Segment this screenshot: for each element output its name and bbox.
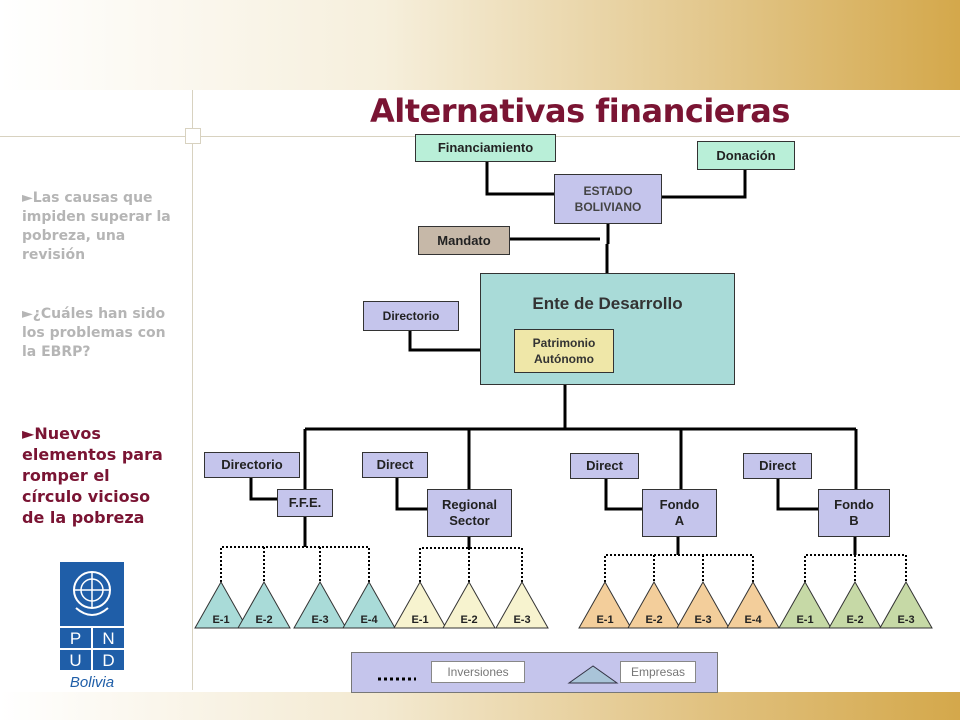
entity-label: Fondo A (659, 497, 700, 528)
divider-corner-square (185, 128, 201, 144)
enterprise-label: E-1 (596, 614, 613, 626)
enterprise-triangle (676, 580, 730, 629)
sidebar-divider (192, 90, 193, 690)
financiamiento-label: Financiamiento (437, 140, 534, 155)
mandato-box: Mandato (418, 226, 510, 255)
directorio-label: Directorio (382, 309, 440, 323)
enterprise-triangle (578, 580, 632, 629)
enterprise-label: E-1 (411, 614, 428, 626)
enterprise-triangle (237, 580, 291, 629)
enterprise-label: E-4 (744, 614, 762, 626)
enterprise-label: E-3 (694, 614, 711, 626)
arrow-icon: ► (22, 306, 33, 322)
enterprise-triangle (393, 580, 447, 629)
director-label: Directorio (221, 457, 283, 472)
slide-title: Alternativas financieras (370, 92, 790, 130)
ente-de-desarrollo-label: Ente de Desarrollo (532, 294, 683, 313)
directorio-box: Directorio (363, 301, 459, 331)
pnud-logo: P N U D Bolivia (60, 562, 124, 692)
enterprise-triangle (194, 580, 248, 629)
director-box-ffe: Directorio (204, 452, 300, 478)
arrow-icon: ► (22, 424, 35, 443)
entity-label: F.F.E. (288, 495, 322, 510)
enterprise-triangle (828, 580, 882, 629)
entity-label: Fondo B (834, 497, 874, 528)
enterprise-label: E-4 (360, 614, 378, 626)
enterprise-triangle (879, 580, 933, 629)
enterprise-triangle (293, 580, 347, 629)
enterprise-triangle (778, 580, 832, 629)
legend-inversiones-label: Inversiones (447, 665, 509, 679)
regional-sector-box: Regional Sector (427, 489, 512, 537)
enterprise-label: E-2 (846, 614, 863, 626)
logo-letter: N (102, 629, 114, 648)
director-label: Direct (759, 458, 796, 473)
legend-box: Inversiones Empresas (351, 652, 718, 693)
legend-inversiones: Inversiones (431, 661, 525, 683)
nav-item-label: Nuevos elementos para romper el círculo … (22, 424, 163, 527)
nav-item-problemas[interactable]: ►¿Cuáles han sido los problemas con la E… (22, 305, 172, 362)
nav-item-causas[interactable]: ►Las causas que impiden superar la pobre… (22, 189, 172, 265)
enterprise-triangle (495, 580, 549, 629)
logo-letter: U (69, 651, 81, 670)
logo-letter: D (102, 651, 114, 670)
enterprise-label: E-3 (897, 614, 914, 626)
footer-band (0, 692, 960, 720)
arrow-icon: ► (22, 190, 33, 206)
enterprise-label: E-2 (645, 614, 662, 626)
header-band (0, 0, 960, 90)
director-box-regional: Direct (362, 452, 428, 478)
enterprise-label: E-2 (255, 614, 272, 626)
dotted-line-icon (378, 677, 416, 681)
enterprise-triangle (442, 580, 496, 629)
enterprise-label: E-1 (212, 614, 229, 626)
director-box-fondo-a: Direct (570, 453, 639, 479)
nav-item-label: Las causas que impiden superar la pobrez… (22, 190, 171, 263)
patrimonio-autonomo-box: Patrimonio Autónomo (514, 329, 614, 373)
enterprise-triangle (627, 580, 681, 629)
triangle-icon (567, 665, 619, 684)
financiamiento-box: Financiamiento (415, 134, 556, 162)
director-label: Direct (376, 457, 414, 472)
donacion-box: Donación (697, 141, 795, 170)
director-box-fondo-b: Direct (743, 453, 812, 479)
ffe-box: F.F.E. (277, 489, 333, 517)
mandato-label: Mandato (437, 232, 491, 248)
enterprise-label: E-3 (513, 614, 530, 626)
logo-letter: P (70, 629, 81, 648)
logo-caption: Bolivia (70, 674, 114, 691)
fondo-b-box: Fondo B (818, 489, 890, 537)
enterprise-label: E-1 (796, 614, 813, 626)
enterprise-triangle (726, 580, 780, 629)
nav-item-label: ¿Cuáles han sido los problemas con la EB… (22, 306, 166, 360)
entity-label: Regional Sector (442, 497, 497, 528)
legend-empresas: Empresas (620, 661, 696, 683)
donacion-label: Donación (716, 147, 776, 163)
enterprise-triangle (342, 580, 396, 629)
estado-boliviano-label: ESTADO BOLIVIANO (574, 184, 642, 214)
fondo-a-box: Fondo A (642, 489, 717, 537)
patrimonio-autonomo-label: Patrimonio Autónomo (532, 336, 596, 366)
estado-boliviano-box: ESTADO BOLIVIANO (554, 174, 662, 224)
enterprise-label: E-2 (460, 614, 477, 626)
legend-empresas-label: Empresas (630, 665, 686, 679)
nav-item-nuevos-elementos[interactable]: ►Nuevos elementos para romper el círculo… (22, 423, 172, 528)
director-label: Direct (586, 458, 623, 473)
enterprise-label: E-3 (311, 614, 328, 626)
